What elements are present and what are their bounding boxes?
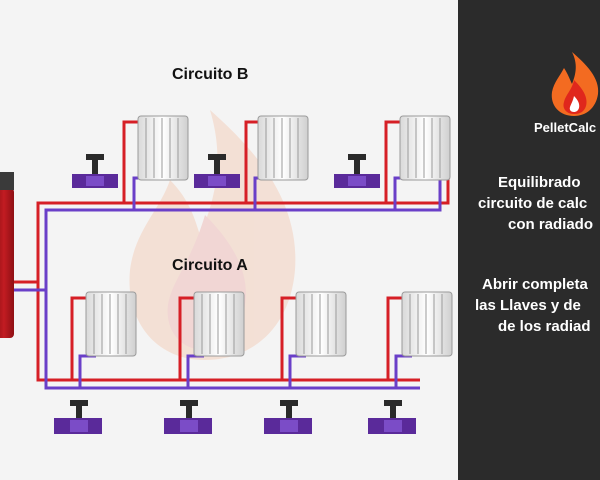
radiator-a-4 xyxy=(401,291,453,357)
panel-instructions: Abrir completa las Llaves y de de los ra… xyxy=(458,274,591,337)
panel-title-line: Equilibrado xyxy=(498,174,581,191)
brand-name: PelletCalc xyxy=(534,120,597,135)
radiator-a-2 xyxy=(193,291,245,357)
panel-title-line: con radiado xyxy=(508,216,594,233)
radiator-b-3 xyxy=(399,115,451,181)
boiler xyxy=(0,172,14,338)
valve-icon xyxy=(164,400,212,434)
valve-icon xyxy=(54,400,102,434)
radiator-b-1 xyxy=(137,115,189,181)
diagram-canvas xyxy=(0,110,453,434)
panel-title-line: circuito de calc xyxy=(478,195,588,212)
panel-title: Equilibrado circuito de calc con radiado xyxy=(458,172,593,235)
radiator-b-2 xyxy=(257,115,309,181)
circuit-a-label: Circuito A xyxy=(172,257,248,274)
valve-icon xyxy=(368,400,416,434)
heating-diagram: Circuito B Circuito A xyxy=(0,66,453,434)
radiator-a-1 xyxy=(85,291,137,357)
panel-instruction-line: Abrir completa xyxy=(482,276,588,293)
valve-icon xyxy=(72,154,118,188)
flame-logo-icon xyxy=(551,52,599,116)
panel-instruction-line: las Llaves y de xyxy=(475,297,581,314)
valve-icon xyxy=(194,154,240,188)
valve-icon xyxy=(334,154,380,188)
panel-instruction-line: de los radiad xyxy=(498,318,591,335)
valve-icon xyxy=(264,400,312,434)
circuit-b-label: Circuito B xyxy=(172,66,249,83)
radiator-a-3 xyxy=(295,291,347,357)
side-panel: PelletCalc Equilibrado circuito de calc … xyxy=(458,0,600,480)
